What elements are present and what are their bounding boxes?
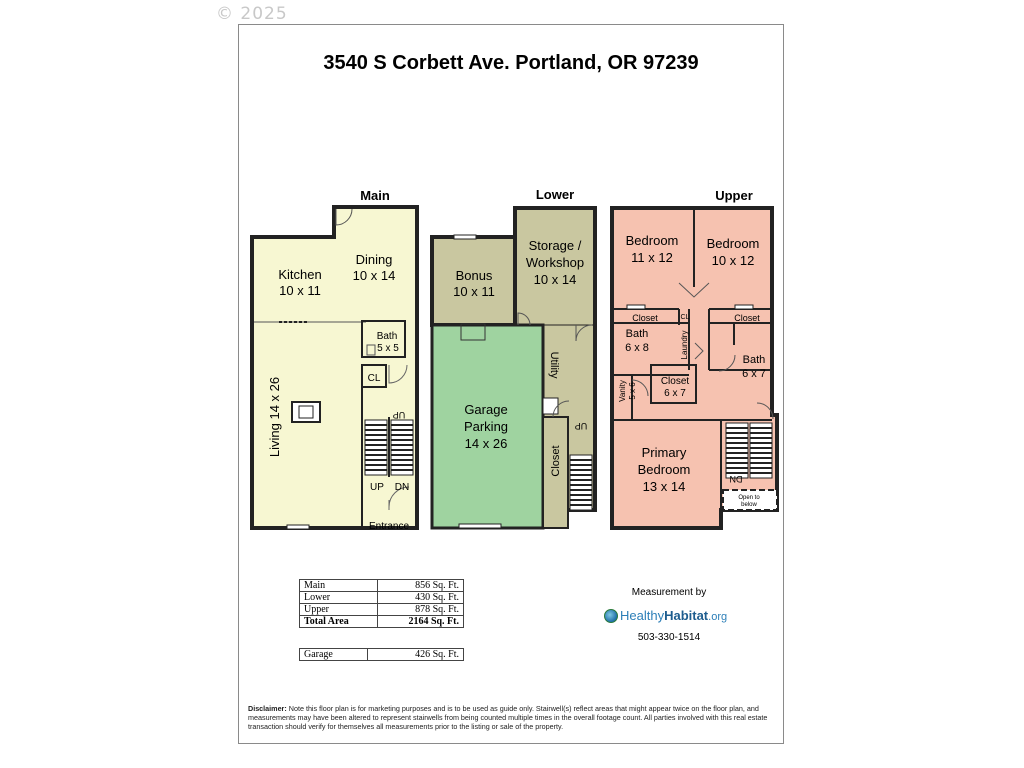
bedroom-1-label: Bedroom: [626, 233, 679, 248]
garage-interior-door: [460, 323, 486, 341]
main-up-label: UP: [393, 410, 406, 420]
upper-bath-1-size: 6 x 8: [625, 342, 649, 354]
living-label: Living 14 x 26: [267, 377, 282, 457]
fireplace: [291, 401, 321, 423]
bedroom-2-size: 10 x 12: [712, 253, 755, 268]
area-label: Main: [299, 579, 378, 592]
measurement-phone: 503-330-1514: [637, 632, 701, 643]
garage-door: [458, 523, 502, 529]
area-value: 878 Sq. Ft.: [376, 603, 465, 616]
primary-bedroom-size: 13 x 14: [643, 479, 686, 494]
upper-bath-1-label: Bath: [626, 328, 649, 340]
copyright-watermark: © 2025: [216, 4, 288, 24]
globe-icon: [604, 608, 618, 623]
upper-dn-label: DN: [730, 474, 743, 484]
garage-area-label: Garage: [298, 648, 369, 661]
utility-label: Utility: [548, 352, 560, 379]
upper-stairs: [725, 422, 749, 479]
storage-size: 10 x 14: [534, 272, 577, 287]
entrance-label: Entrance: [369, 521, 409, 532]
lower-closet-room: [542, 416, 569, 529]
main-level-title: Main: [360, 188, 390, 203]
upper-mid-closet-label: Closet: [661, 376, 690, 387]
main-bath-door: [388, 364, 408, 384]
area-value: 430 Sq. Ft.: [376, 591, 465, 604]
storage-label-1: Storage /: [529, 238, 582, 253]
open-to-below-label-1: Open to: [738, 495, 760, 501]
bedroom-1-size: 11 x 12: [631, 250, 673, 265]
vanity-label: Vanity: [618, 380, 627, 402]
bonus-size: 10 x 11: [453, 284, 495, 299]
main-bath-size: 5 x 5: [377, 343, 399, 354]
disclaimer-text: Disclaimer: Note this floor plan is for …: [248, 704, 768, 731]
dining-size: 10 x 14: [353, 268, 396, 283]
lower-level: Lower Bonus 10 x 11 Storage / Workshop 1…: [430, 187, 597, 530]
garage-area-table: Garage 426 Sq. Ft.: [298, 648, 464, 661]
primary-bedroom-label-2: Bedroom: [638, 462, 691, 477]
primary-bedroom-label-1: Primary: [642, 445, 687, 460]
garage-size: 14 x 26: [465, 436, 508, 451]
upper-closet-right-label: Closet: [734, 313, 760, 323]
property-address: 3540 S Corbett Ave. Portland, OR 97239: [323, 52, 699, 74]
dining-label: Dining: [356, 252, 393, 267]
logo-text: HealthyHabitat.org: [620, 608, 728, 623]
bedroom-2-label: Bedroom: [707, 236, 760, 251]
main-bath-toilet: [366, 344, 376, 356]
upper-level: Upper: [610, 188, 779, 530]
upper-bath-2-size: 6 x 7: [742, 368, 766, 380]
healthy-habitat-logo: HealthyHabitat.org: [604, 608, 727, 623]
lower-stairs: [569, 454, 593, 511]
dining-door: [335, 208, 353, 226]
total-area-value: 2164 Sq. Ft.: [376, 615, 465, 628]
floor-plan-drawing: Main: [250, 187, 779, 532]
garage-area-value: 426 Sq. Ft.: [367, 648, 464, 661]
lower-utility-panel: [542, 397, 559, 415]
main-closet-label: CL: [368, 373, 381, 384]
upper-level-title: Upper: [715, 188, 753, 203]
main-level: Main: [250, 188, 419, 532]
lower-level-title: Lower: [536, 187, 574, 202]
upper-mid-closet-size: 6 x 7: [664, 388, 686, 399]
main-closet: [361, 364, 387, 388]
open-to-below: [722, 489, 778, 511]
upper-closet-left-label: Closet: [632, 313, 658, 323]
living-window: [286, 524, 310, 530]
main-stair-up-label: UP: [370, 482, 384, 493]
lower-up-label: UP: [575, 421, 588, 431]
kitchen-label: Kitchen: [278, 267, 321, 282]
total-area-label: Total Area: [299, 615, 378, 628]
kitchen-size: 10 x 11: [279, 283, 321, 298]
upper-mid-closet: [650, 364, 697, 404]
garage-room: [430, 323, 545, 530]
garage-label-1: Garage: [464, 402, 507, 417]
upper-cl-label: CL: [681, 314, 690, 321]
entrance-door: [388, 486, 410, 510]
area-value: 856 Sq. Ft.: [376, 579, 465, 592]
upper-bath-2-label: Bath: [743, 354, 766, 366]
garage-label-2: Parking: [464, 419, 508, 434]
storage-label-2: Workshop: [526, 255, 584, 270]
floor-plan-sheet: 3540 S Corbett Ave. Portland, OR 97239 M…: [238, 24, 784, 744]
vanity-size: 5 x 6: [628, 382, 637, 400]
laundry-label: Laundry: [680, 331, 689, 360]
lower-closet-label: Closet: [550, 445, 562, 476]
main-bath-room: [361, 320, 406, 358]
measurement-by-label: Measurement by: [631, 587, 707, 598]
bonus-label: Bonus: [456, 268, 493, 283]
garage-area-row: Garage 426 Sq. Ft.: [298, 648, 464, 661]
main-stair-dn-label: DN: [395, 482, 409, 493]
open-to-below-label-2: below: [741, 502, 757, 508]
main-bath-label: Bath: [377, 331, 398, 342]
area-label: Upper: [299, 603, 378, 616]
main-stairs: [364, 419, 414, 476]
area-label: Lower: [299, 591, 378, 604]
